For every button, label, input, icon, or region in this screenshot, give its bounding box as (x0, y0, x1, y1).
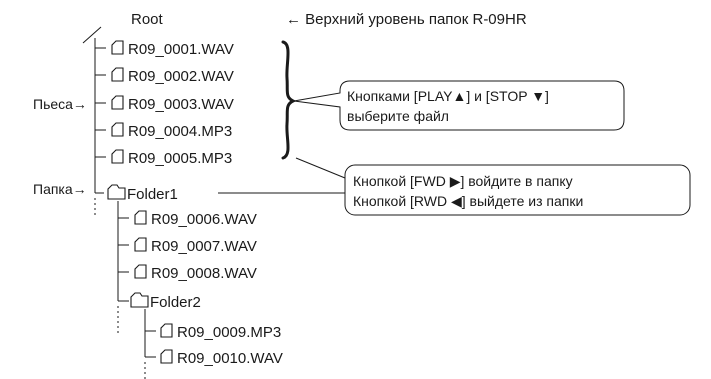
file-entry[interactable]: R09_0005.MP3 (111, 149, 232, 167)
file-entry[interactable]: R09_0001.WAV (111, 40, 234, 58)
file-entry[interactable]: R09_0002.WAV (111, 67, 234, 85)
file-icon (111, 149, 124, 164)
file-icon (111, 67, 124, 82)
file-icon (160, 323, 173, 338)
callout-play-stop (293, 80, 625, 131)
file-entry[interactable]: R09_0009.MP3 (160, 323, 281, 341)
folder-name: Folder1 (127, 186, 178, 203)
root-note: ← Верхний уровень папок R-09HR (286, 11, 527, 28)
file-icon (111, 95, 124, 110)
file-entry[interactable]: R09_0004.MP3 (111, 122, 232, 140)
file-name: R09_0003.WAV (128, 96, 234, 113)
tree-lines-level-1 (94, 38, 106, 218)
file-icon (134, 237, 147, 252)
folder-icon (107, 184, 126, 200)
root-slash (82, 26, 102, 44)
folder-entry-folder1[interactable]: Folder1 (107, 184, 178, 203)
file-name: R09_0007.WAV (151, 238, 257, 255)
file-icon (134, 210, 147, 225)
file-name: R09_0010.WAV (177, 350, 283, 367)
file-entry[interactable]: R09_0006.WAV (134, 210, 257, 228)
folder-icon (130, 292, 149, 308)
file-name: R09_0005.MP3 (128, 150, 232, 167)
file-name: R09_0009.MP3 (177, 324, 281, 341)
root-label: Root (131, 11, 164, 28)
file-entry[interactable]: R09_0003.WAV (111, 95, 234, 113)
curly-brace (281, 40, 297, 160)
file-name: R09_0002.WAV (128, 68, 234, 85)
file-entry[interactable]: R09_0010.WAV (160, 349, 283, 367)
file-name: R09_0008.WAV (151, 265, 257, 282)
callout-play-stop-line-1: Кнопками [PLAY▲] и [STOP ▼] (347, 88, 549, 104)
callout-fwd-rwd-line-2: Кнопкой [RWD ◀] выйдете из папки (353, 193, 583, 209)
file-entry[interactable]: R09_0008.WAV (134, 264, 257, 282)
file-name: R09_0006.WAV (151, 211, 257, 228)
file-name: R09_0001.WAV (128, 41, 234, 58)
file-icon (111, 122, 124, 137)
callout-fwd-rwd (344, 164, 691, 216)
folder-entry-folder2[interactable]: Folder2 (130, 292, 201, 311)
file-icon (134, 264, 147, 279)
folder-label: Папка→ (33, 181, 87, 197)
tree-lines-level-2 (117, 201, 129, 333)
tree-lines-level-3 (144, 309, 156, 379)
callout-fwd-rwd-pointers (218, 157, 346, 194)
file-name: R09_0004.MP3 (128, 123, 232, 140)
file-icon (111, 40, 124, 55)
callout-play-stop-line-2: выберите файл (347, 108, 449, 124)
file-entry[interactable]: R09_0007.WAV (134, 237, 257, 255)
callout-fwd-rwd-line-1: Кнопкой [FWD ▶] войдите в папку (353, 173, 573, 189)
file-icon (160, 349, 173, 364)
piece-label: Пьеса→ (33, 96, 87, 112)
folder-name: Folder2 (150, 294, 201, 311)
